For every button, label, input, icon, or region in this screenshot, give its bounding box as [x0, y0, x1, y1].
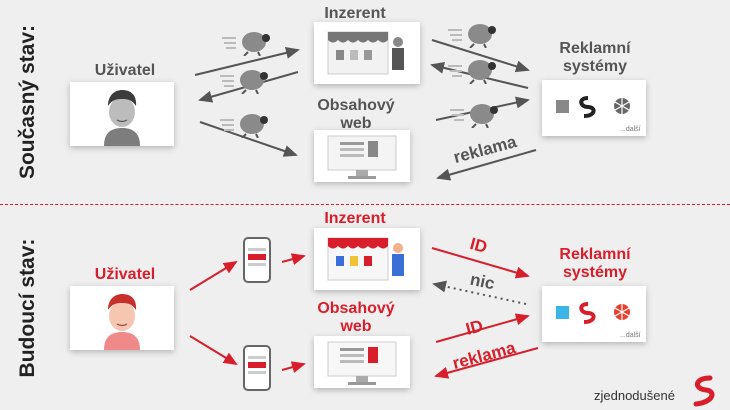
future-advertiser-label: Inzerent	[324, 210, 386, 227]
future-user-label: Uživatel	[94, 266, 156, 283]
ad-system-logos-icon	[556, 302, 630, 324]
tracker-bug-icon	[220, 114, 268, 138]
current-more-label: ...další	[620, 126, 641, 133]
current-content-web-label: Obsahový web	[317, 97, 395, 132]
user-avatar-icon	[104, 294, 140, 350]
future-content-web-card	[314, 336, 410, 388]
current-ad-systems-card	[542, 80, 646, 136]
future-content-web-label: Obsahový web	[317, 300, 395, 335]
current-user-label: Uživatel	[94, 62, 156, 79]
shop-icon	[327, 237, 404, 281]
smartphone-icon	[243, 237, 271, 283]
ad-system-logos-icon	[556, 96, 630, 118]
current-content-web-card	[314, 130, 410, 182]
brand-logo-icon	[693, 375, 715, 407]
section-divider	[0, 204, 730, 205]
future-ad-systems-card	[542, 286, 646, 342]
current-ad-systems-label: Reklamní systémy	[559, 40, 631, 75]
footer-text: zjednodušené	[594, 388, 675, 403]
tracker-bug-icon	[448, 60, 496, 84]
tracker-bug-icon	[448, 24, 496, 48]
future-user-card	[70, 286, 174, 350]
current-advertiser-label: Inzerent	[324, 5, 386, 22]
future-advertiser-card	[314, 228, 420, 290]
current-flow-arrows	[194, 39, 537, 181]
smartphone-icon	[243, 345, 271, 391]
tracker-bug-icon	[220, 70, 268, 94]
tracker-bug-icon	[222, 32, 270, 56]
monitor-icon	[327, 135, 397, 179]
future-ad-systems-label: Reklamní systémy	[559, 246, 631, 281]
future-flow-arrows	[189, 247, 539, 379]
current-advertiser-card	[314, 22, 420, 84]
tracker-bug-icon	[450, 104, 498, 128]
current-user-card	[70, 82, 174, 146]
user-avatar-icon	[104, 90, 140, 146]
shop-icon	[327, 31, 404, 75]
monitor-icon	[327, 341, 397, 385]
future-more-label: ...další	[620, 332, 641, 339]
